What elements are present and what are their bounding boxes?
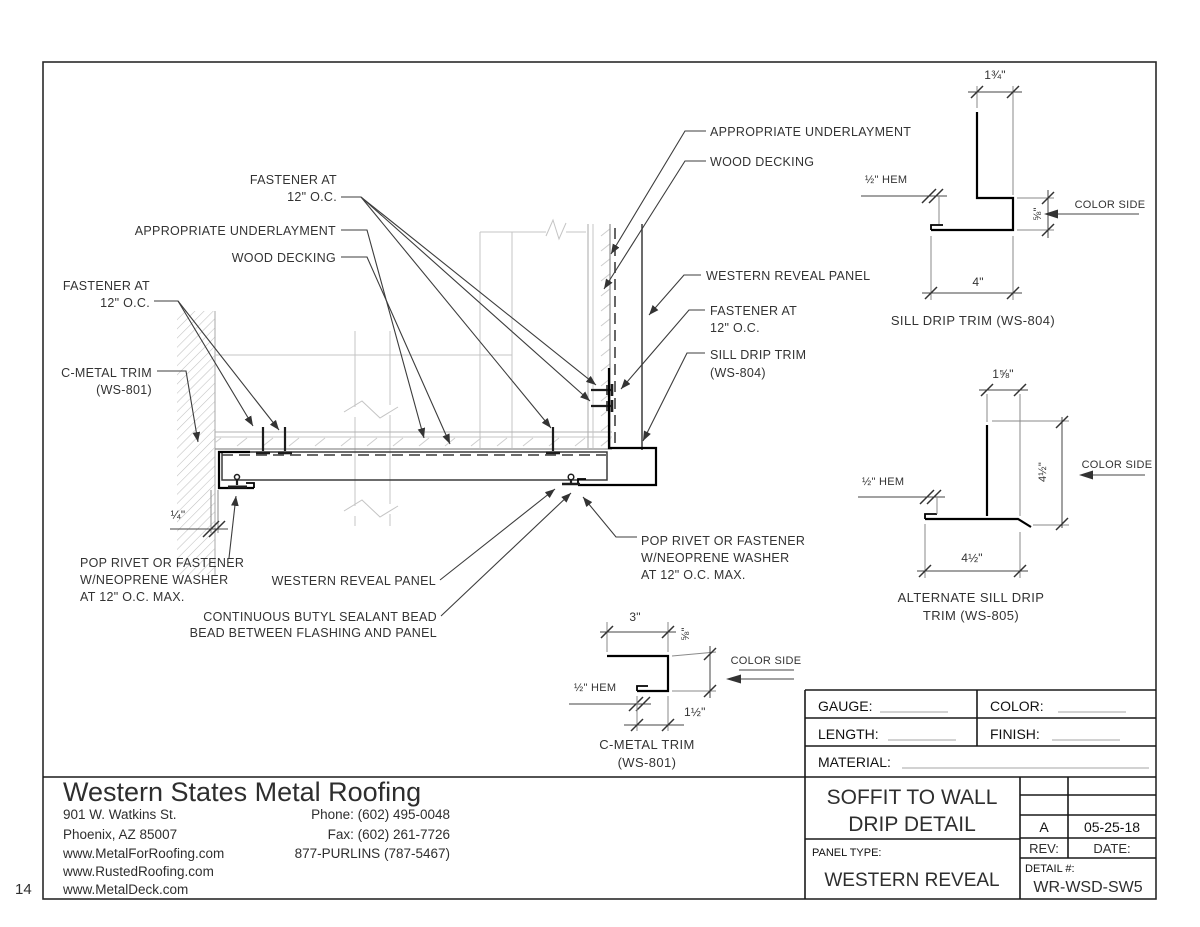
ws805-color-side: COLOR SIDE xyxy=(1082,459,1153,471)
material-label: MATERIAL: xyxy=(818,754,891,770)
company-website-3: www.MetalDeck.com xyxy=(62,882,188,897)
callout-fastener-left-2: 12" O.C. xyxy=(100,296,150,310)
ws805-color-side-arrow xyxy=(1079,470,1093,480)
quarter-dim-text: ¼" xyxy=(171,508,186,522)
callout-western-reveal-right: WESTERN REVEAL PANEL xyxy=(706,269,870,283)
detail-ws801: 3" ⅝" COLOR SIDE ½" HEM 1½" C-METAL TRIM… xyxy=(569,610,801,770)
callout-pop-rivet-left-3: AT 12" O.C. MAX. xyxy=(80,590,185,604)
length-label: LENGTH: xyxy=(818,726,879,742)
left-wall-hatch xyxy=(177,311,216,575)
company-phone: Phone: (602) 495-0048 xyxy=(311,807,450,822)
ws805-top-dim: 1⅝" xyxy=(992,367,1014,381)
callout-pop-rivet-left-1: POP RIVET OR FASTENER xyxy=(80,556,244,570)
ws801-hem-note: ½" HEM xyxy=(574,682,616,694)
sill-drip-trim-insitu xyxy=(562,368,658,487)
callout-butyl-1: CONTINUOUS BUTYL SEALANT BEAD xyxy=(203,610,437,624)
detail-number-label: DETAIL #: xyxy=(1025,863,1075,875)
fill-in-blanks xyxy=(880,711,1149,769)
panel-type-value: WESTERN REVEAL xyxy=(824,870,999,891)
callout-pop-rivet-right-2: W/NEOPRENE WASHER xyxy=(641,551,789,565)
break-symbol-wall xyxy=(545,218,567,241)
callout-c-metal-2: (WS-801) xyxy=(96,383,152,397)
ws801-label-1: C-METAL TRIM xyxy=(599,737,695,752)
callout-fastener-top-2: 12" O.C. xyxy=(287,190,337,204)
color-label: COLOR: xyxy=(990,698,1044,714)
company-name: Western States Metal Roofing xyxy=(63,777,421,807)
sheet-title-line2: DRIP DETAIL xyxy=(848,813,976,836)
callout-butyl-2: BEAD BETWEEN FLASHING AND PANEL xyxy=(190,626,437,640)
callout-fastener-right-2: 12" O.C. xyxy=(710,321,760,335)
rev-label: REV: xyxy=(1029,841,1059,856)
ws801-profile xyxy=(607,654,670,693)
callout-pop-rivet-right-3: AT 12" O.C. MAX. xyxy=(641,568,746,582)
callout-fastener-left-1: FASTENER AT xyxy=(63,279,150,293)
soffit-decking xyxy=(215,431,612,450)
callout-fastener-top-1: FASTENER AT xyxy=(250,173,337,187)
callout-underlayment-right: APPROPRIATE UNDERLAYMENT xyxy=(710,125,911,139)
finish-label: FINISH: xyxy=(990,726,1040,742)
ws805-hem-note: ½" HEM xyxy=(862,476,904,488)
framing-lines xyxy=(215,218,586,526)
company-block: Western States Metal Roofing 901 W. Watk… xyxy=(62,777,450,897)
company-fax: Fax: (602) 261-7726 xyxy=(328,827,450,842)
ws805-label-1: ALTERNATE SILL DRIP xyxy=(898,590,1045,605)
ws801-side-dim: ⅝" xyxy=(680,627,692,641)
ws805-side-dim: 4½" xyxy=(1037,462,1049,482)
sheet-border xyxy=(42,61,1157,900)
gauge-label: GAUGE: xyxy=(818,698,872,714)
ws804-color-side: COLOR SIDE xyxy=(1075,199,1146,211)
sheet-title-line1: SOFFIT TO WALL xyxy=(827,786,998,809)
company-address-1: 901 W. Watkins St. xyxy=(63,807,177,822)
callout-sill-drip-1: SILL DRIP TRIM xyxy=(710,348,806,362)
c-metal-trim-insitu xyxy=(217,450,255,490)
ws804-hem-note: ½" HEM xyxy=(865,174,907,186)
callout-c-metal-1: C-METAL TRIM xyxy=(61,366,152,380)
ws801-top-dim: 3" xyxy=(629,610,640,624)
break-symbol-bottom xyxy=(343,499,399,518)
detail-ws804: 1¾" ⅝" ½" HEM COLOR SIDE 4" SILL DRIP TR… xyxy=(861,68,1145,328)
detail-number-value: WR-WSD-SW5 xyxy=(1033,879,1142,896)
ws801-color-side-arrow xyxy=(726,674,741,684)
detail-ws805: 1⅝" 4½" COLOR SIDE ½" HEM 4½" ALTERNATE … xyxy=(858,367,1152,623)
ws801-color-side: COLOR SIDE xyxy=(731,655,802,667)
ws804-side-dim: ⅝" xyxy=(1032,207,1044,221)
company-website-1: www.MetalForRoofing.com xyxy=(62,846,224,861)
main-detail-drawing: ¼" FASTENER AT 12" O.C. xyxy=(61,125,911,640)
ws805-bottom-dim: 4½" xyxy=(961,551,983,565)
date-label: DATE: xyxy=(1093,841,1130,856)
ws801-label-2: (WS-801) xyxy=(618,755,677,770)
ws804-color-side-arrow xyxy=(1044,209,1058,219)
soffit-panel xyxy=(221,451,608,481)
ws804-label: SILL DRIP TRIM (WS-804) xyxy=(891,313,1055,328)
company-address-2: Phoenix, AZ 85007 xyxy=(63,827,177,842)
callout-wood-decking-right: WOOD DECKING xyxy=(710,155,814,169)
ws804-top-dim: 1¾" xyxy=(984,68,1006,82)
ws801-bottom-dim: 1½" xyxy=(684,705,706,719)
callout-pop-rivet-right-1: POP RIVET OR FASTENER xyxy=(641,534,805,548)
callout-pop-rivet-left-2: W/NEOPRENE WASHER xyxy=(80,573,228,587)
callout-fastener-right-1: FASTENER AT xyxy=(710,304,797,318)
ws804-profile xyxy=(931,112,1015,232)
title-block: GAUGE: COLOR: LENGTH: FINISH: MATERIAL: … xyxy=(43,689,1156,899)
callout-western-reveal-bottom: WESTERN REVEAL PANEL xyxy=(272,574,436,588)
callout-labels: FASTENER AT 12" O.C. APPROPRIATE UNDERLA… xyxy=(61,125,911,640)
quarter-dimension: ¼" xyxy=(170,490,228,538)
company-website-2: www.RustedRoofing.com xyxy=(62,864,214,879)
callout-underlayment-left: APPROPRIATE UNDERLAYMENT xyxy=(135,224,336,238)
page-number: 14 xyxy=(15,881,32,898)
company-tollfree: 877-PURLINS (787-5467) xyxy=(295,846,450,861)
date-value: 05-25-18 xyxy=(1084,819,1140,835)
panel-type-label: PANEL TYPE: xyxy=(812,847,882,859)
soffit-fasteners xyxy=(256,427,560,455)
callout-wood-decking-left: WOOD DECKING xyxy=(232,251,336,265)
break-symbol-top xyxy=(343,400,399,419)
ws805-label-2: TRIM (WS-805) xyxy=(923,608,1019,623)
rev-value: A xyxy=(1039,819,1049,835)
callout-sill-drip-2: (WS-804) xyxy=(710,366,766,380)
ws804-bottom-dim: 4" xyxy=(972,275,983,289)
leader-lines xyxy=(154,130,706,617)
title-block-grid xyxy=(43,689,1156,899)
